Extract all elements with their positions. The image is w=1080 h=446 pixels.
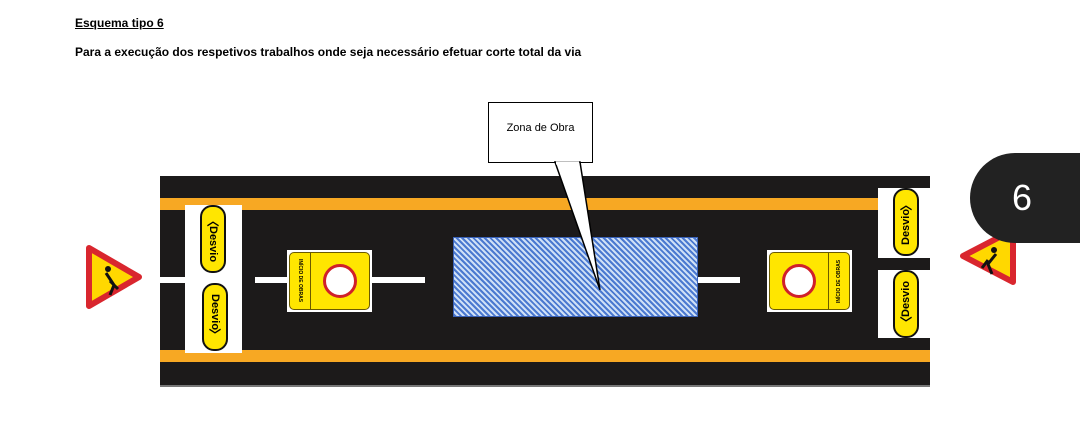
- chevron-down-icon: ﹀: [900, 196, 913, 211]
- detour-sign-group-right: Desvio﹀ ︿Desvio: [878, 188, 930, 338]
- detour-sign: Desvio﹀: [893, 188, 919, 256]
- work-zone-callout: Zona de Obra: [488, 102, 593, 163]
- edge-line-top: [160, 198, 930, 210]
- chevron-up-icon: ︿: [206, 213, 219, 228]
- edge-line-bottom: [160, 350, 930, 362]
- chevron-down-icon: ﹀: [208, 328, 221, 343]
- detour-label: Desvio: [207, 225, 219, 263]
- detour-sign: ︿Desvio: [200, 205, 226, 273]
- scheme-title: Esquema tipo 6: [75, 16, 164, 30]
- no-entry-icon: [770, 253, 828, 309]
- detour-sign: ︿Desvio: [893, 270, 919, 338]
- detour-sign: Desvio﹀: [202, 283, 228, 351]
- detour-sign-group-left: ︿Desvio Desvio﹀: [185, 205, 242, 353]
- works-start-label: INÍCIO DE OBRAS: [828, 253, 849, 309]
- detour-label: Desvio: [900, 280, 912, 318]
- works-start-label: INÍCIO DE OBRAS: [290, 253, 311, 309]
- detour-label: Desvio: [900, 208, 912, 246]
- callout-pointer: [553, 161, 601, 291]
- roadworks-warning-icon: [86, 245, 142, 309]
- works-start-sign-left: INÍCIO DE OBRAS: [287, 250, 372, 312]
- center-line: [698, 277, 740, 283]
- roadworks-warning-icon: [960, 227, 1016, 285]
- scheme-description: Para a execução dos respetivos trabalhos…: [75, 45, 582, 59]
- center-line: [148, 277, 208, 283]
- works-start-sign-right: INÍCIO DE OBRAS: [767, 250, 852, 312]
- page-badge: 6: [970, 153, 1080, 243]
- no-entry-icon: [311, 253, 369, 309]
- chevron-up-icon: ︿: [900, 315, 913, 330]
- work-zone: [453, 237, 698, 317]
- detour-label: Desvio: [209, 293, 221, 331]
